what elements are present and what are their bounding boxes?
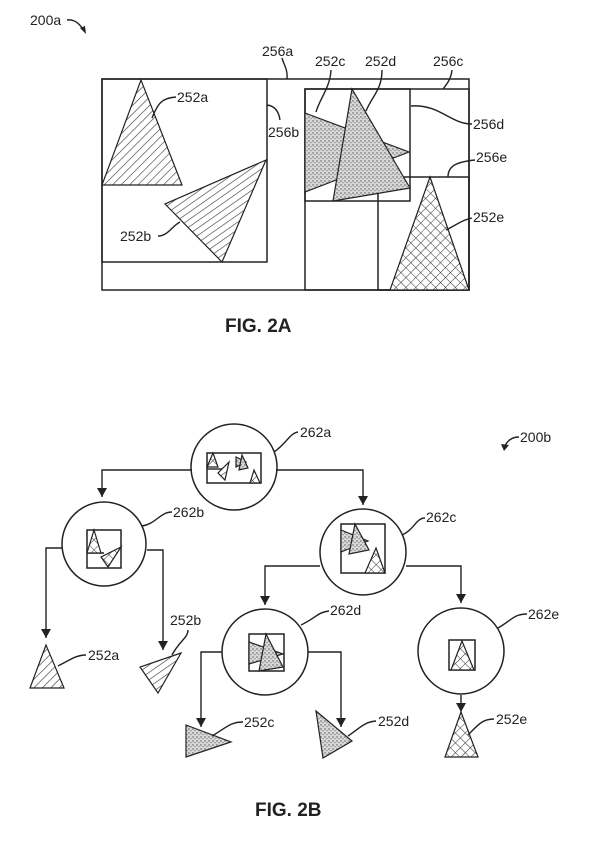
label-262b: 262b: [173, 504, 204, 520]
leader-256b: [266, 104, 281, 121]
triangle-252e: [389, 175, 470, 291]
label-252c: 252c: [315, 53, 345, 69]
leaf-triangle-252d: [315, 709, 354, 759]
triangle-252b: [163, 158, 268, 264]
figure-2a: 200a 252a 252b 256a 256b 252c 252d: [30, 12, 507, 337]
figure-b-ref-arrow: [504, 436, 520, 447]
label-252e: 252e: [473, 209, 504, 225]
triangle-252a: [101, 78, 183, 186]
edge-262c-262d: [260, 565, 320, 605]
figure-b-ref-label: 200b: [520, 429, 551, 445]
label-256b: 256b: [268, 124, 299, 140]
figure-b-ref-arrowhead: [501, 444, 509, 451]
leader-252e: [445, 217, 473, 231]
label-leaf-252e: 252e: [496, 711, 527, 727]
label-252a: 252a: [177, 89, 208, 105]
label-leaf-252a: 252a: [88, 647, 119, 663]
label-256a: 256a: [262, 43, 293, 59]
label-262d: 262d: [330, 602, 361, 618]
edge-262d-252d: [308, 651, 346, 727]
tree-node-262e: [417, 607, 505, 695]
tree-node-262b: [61, 501, 147, 587]
leaf-triangle-252a: [29, 643, 65, 689]
leader-256e: [447, 159, 476, 178]
figure-a-ref-arrowhead: [80, 26, 86, 34]
figure-a-ref-label: 200a: [30, 12, 61, 28]
leader-leaf-252a: [57, 654, 87, 667]
leader-leaf-252c: [211, 721, 244, 737]
leader-leaf-252b: [171, 629, 189, 656]
label-252d: 252d: [365, 53, 396, 69]
label-252b: 252b: [120, 228, 151, 244]
triangle-252d: [332, 87, 411, 202]
label-leaf-252d: 252d: [378, 713, 409, 729]
leaf-triangle-252c: [185, 724, 233, 758]
label-256c: 256c: [433, 53, 463, 69]
leader-262a: [273, 431, 299, 453]
edge-262b-252b: [147, 549, 168, 650]
leader-252d: [365, 69, 383, 112]
tree-node-262a: [190, 423, 278, 511]
figure-a-caption: FIG. 2A: [225, 316, 292, 337]
figure-b-caption: FIG. 2B: [255, 800, 322, 821]
leader-262b: [141, 511, 173, 527]
edge-262a-262c: [276, 469, 368, 505]
leader-262e: [497, 613, 528, 629]
label-262e: 262e: [528, 606, 559, 622]
label-leaf-252c: 252c: [244, 714, 274, 730]
edge-262d-252c: [196, 651, 222, 727]
tree-node-262c: [319, 508, 407, 596]
leader-252b: [157, 221, 181, 237]
edge-262a-262b: [97, 469, 192, 497]
leader-252c: [315, 69, 332, 113]
label-256d: 256d: [473, 116, 504, 132]
leader-262c: [401, 517, 426, 536]
tree-node-262d: [221, 608, 309, 696]
leader-256a: [281, 57, 288, 80]
leader-leaf-252e: [467, 718, 495, 736]
leaf-triangle-252b: [139, 651, 183, 695]
leader-252a: [151, 96, 177, 119]
leader-leaf-252d: [347, 720, 377, 737]
label-262c: 262c: [426, 509, 456, 525]
leaf-triangle-252e: [444, 710, 479, 758]
bounding-box-256b: [101, 78, 268, 263]
edge-262b-252a: [41, 547, 62, 638]
leader-256c: [442, 69, 453, 90]
label-262a: 262a: [300, 424, 331, 440]
figure-2b: 200b 262a: [29, 423, 559, 821]
label-leaf-252b: 252b: [170, 612, 201, 628]
edge-262c-262e: [406, 565, 466, 603]
leader-256d: [410, 105, 473, 125]
label-256e: 256e: [476, 149, 507, 165]
leader-262d: [300, 610, 330, 626]
